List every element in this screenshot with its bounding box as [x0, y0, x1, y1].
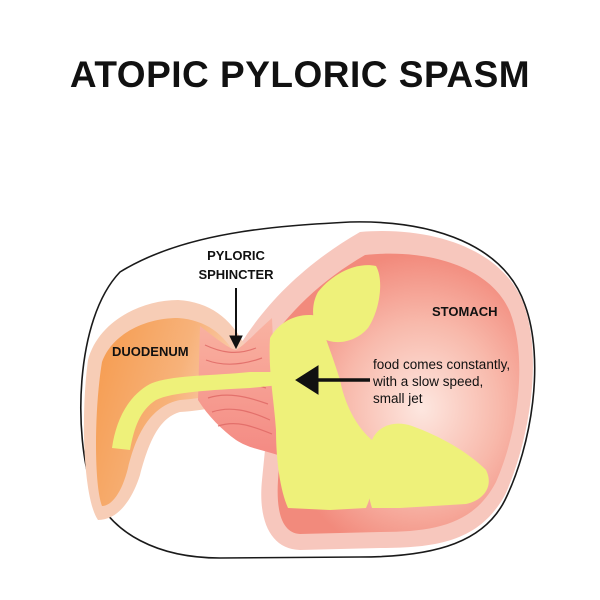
label-pyloric-line1: PYLORIC: [207, 248, 265, 263]
label-stomach: STOMACH: [432, 304, 497, 319]
sphincter-pointer-arrow: [229, 288, 243, 350]
page-title: ATOPIC PYLORIC SPASM: [69, 54, 531, 95]
food-mass-right: [367, 423, 489, 508]
food-stream: [112, 372, 290, 450]
flow-arrow: [295, 365, 370, 395]
label-duodenum: DUODENUM: [112, 344, 189, 359]
note-line1: food comes constantly,: [373, 357, 510, 372]
note-line3: small jet: [373, 391, 423, 406]
note-line2: with a slow speed,: [372, 374, 483, 389]
label-pyloric-line2: SPHINCTER: [198, 267, 274, 282]
food-mass-upper: [313, 265, 381, 343]
food-mass-main: [269, 314, 375, 510]
